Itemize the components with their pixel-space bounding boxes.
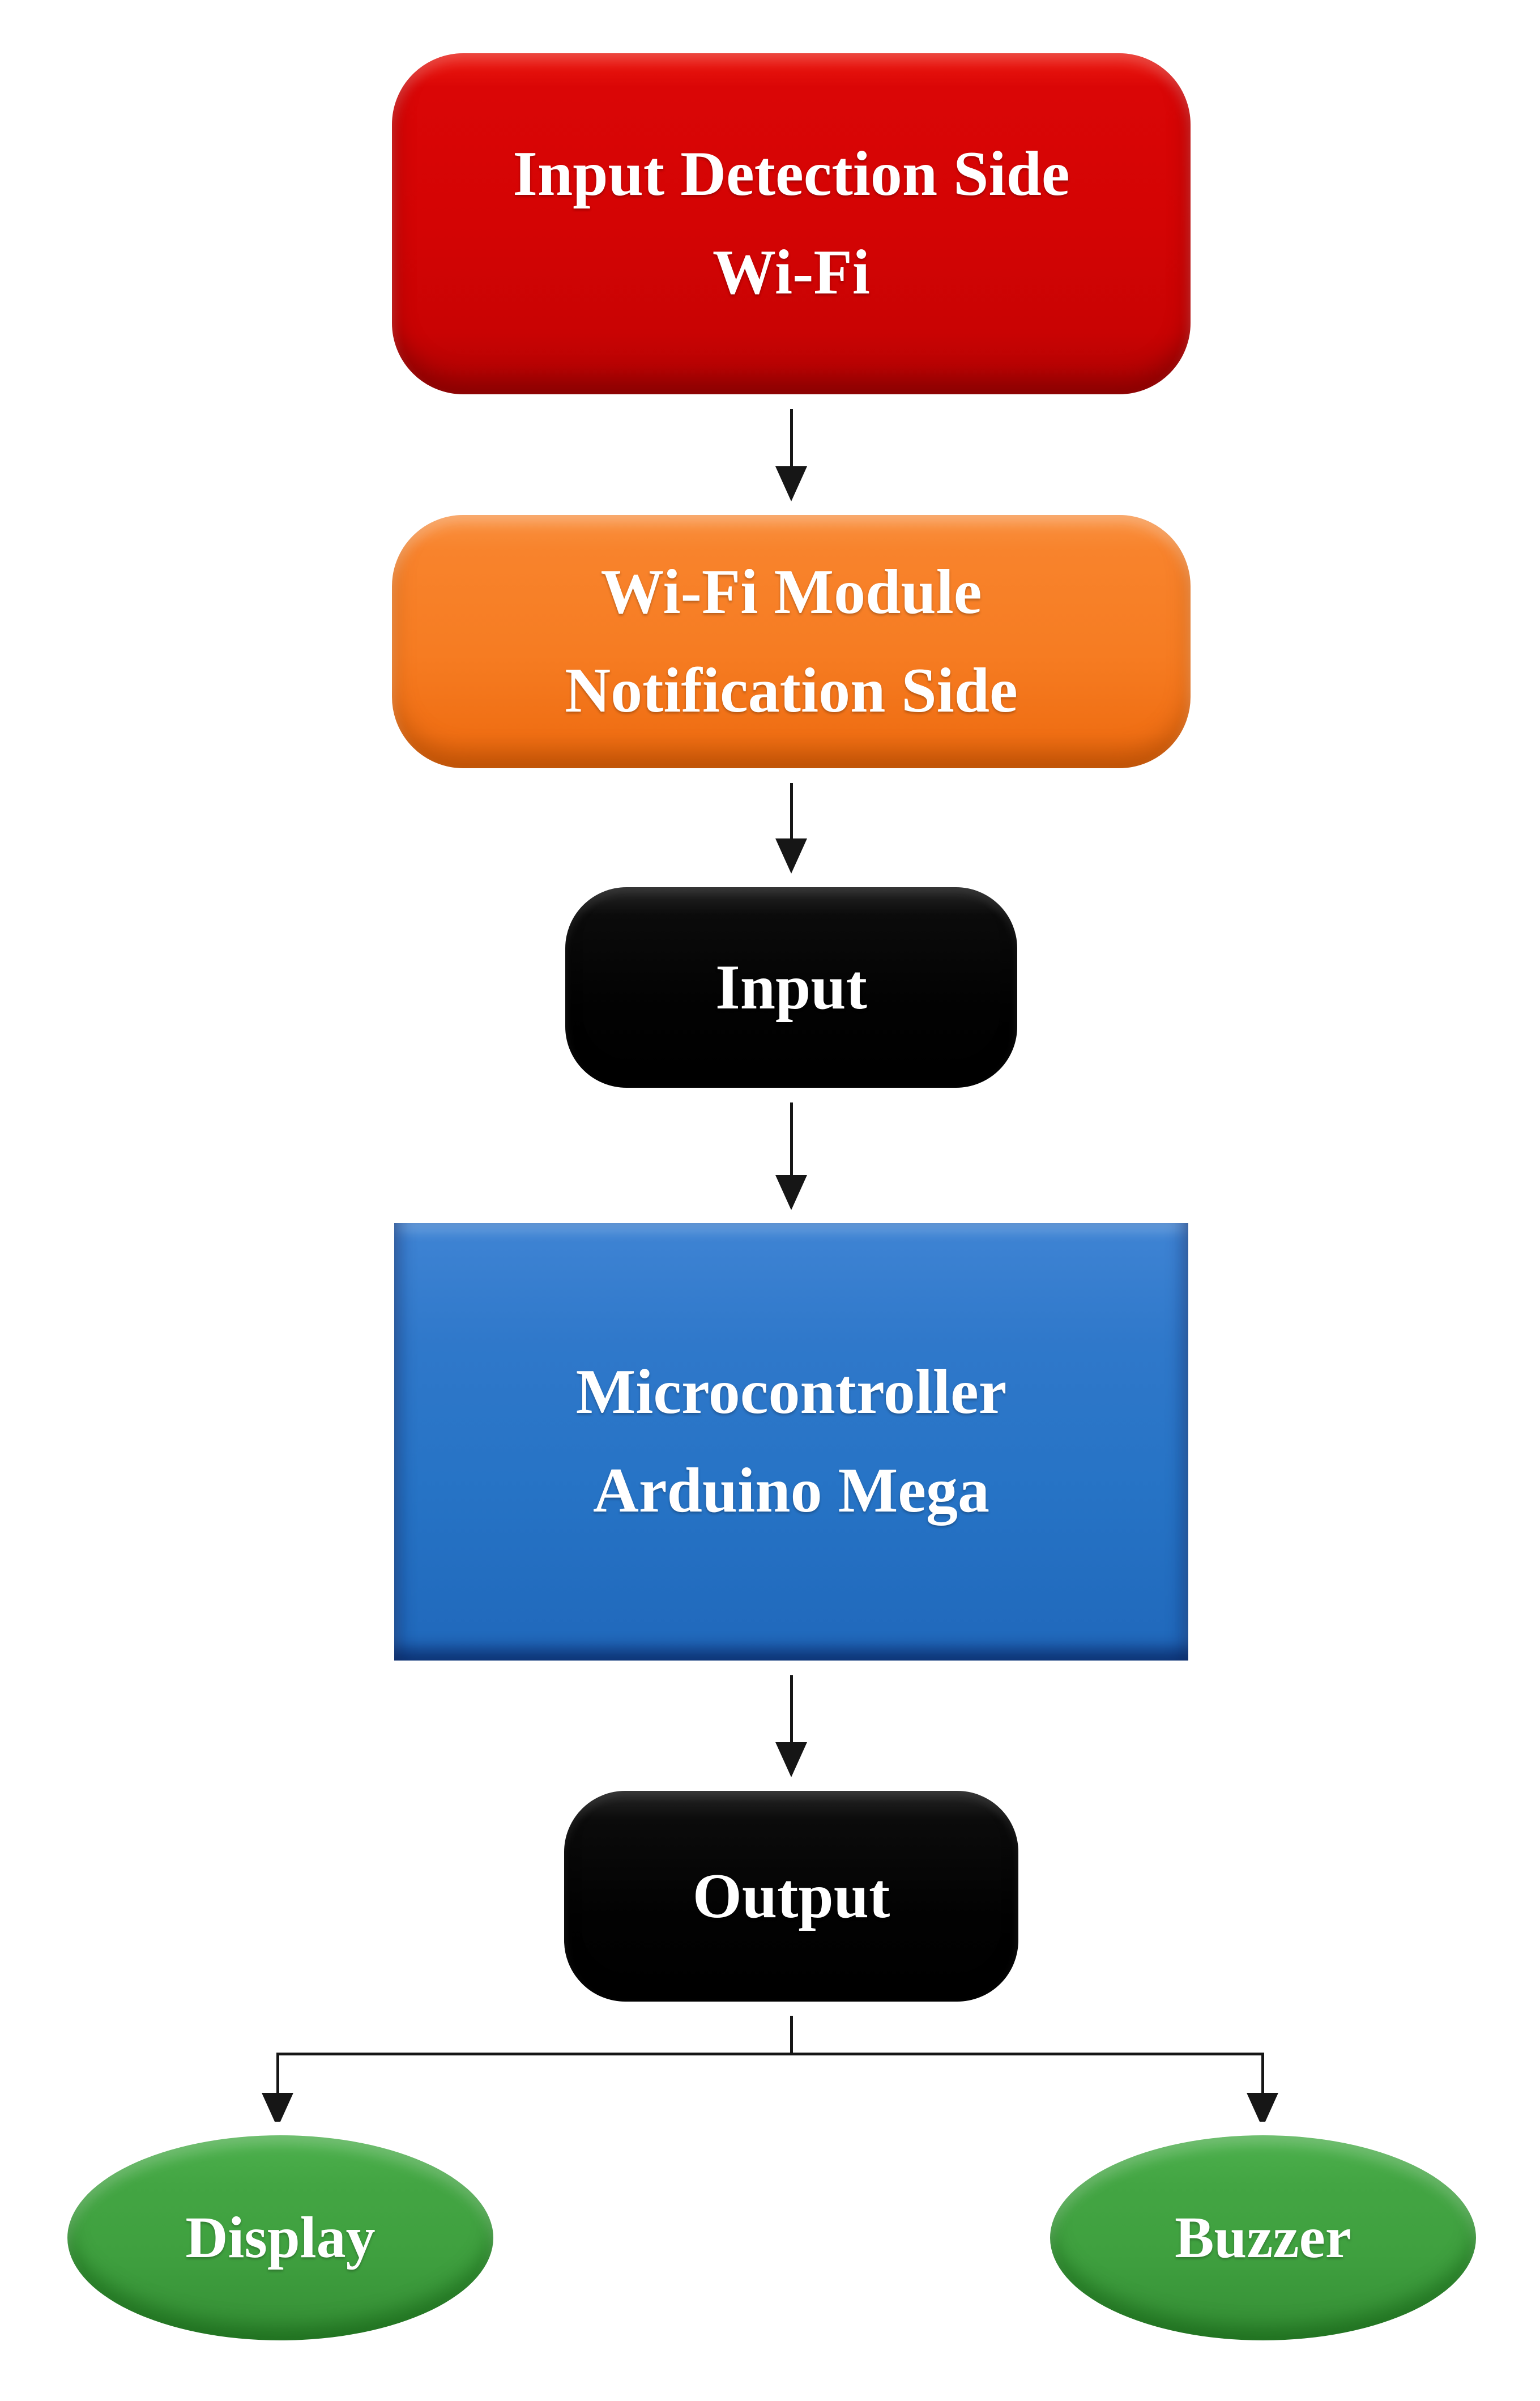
node-label-line2: Wi-Fi bbox=[713, 237, 870, 308]
connector-branch-rail bbox=[276, 2053, 1264, 2055]
node-label-output: Output bbox=[564, 1858, 1018, 1934]
node-label-wifi-module: Wi-Fi Module Notification Side bbox=[392, 543, 1191, 740]
node-label-display: Display bbox=[67, 2204, 493, 2270]
connector-branch-right-arm bbox=[1261, 2055, 1264, 2094]
node-label-line1: Buzzer bbox=[1175, 2204, 1351, 2270]
connector-red-to-orange bbox=[790, 409, 793, 467]
node-label-line1: Microcontroller bbox=[575, 1357, 1007, 1428]
connector-output-stub bbox=[790, 2016, 793, 2055]
node-label-buzzer: Buzzer bbox=[1050, 2204, 1476, 2270]
node-display: Display bbox=[54, 2122, 507, 2354]
node-buzzer: Buzzer bbox=[1036, 2122, 1490, 2354]
node-label-line1: Input Detection Side bbox=[513, 139, 1070, 210]
node-input-detection-side-wifi: Input Detection Side Wi-Fi bbox=[378, 40, 1204, 408]
node-label-microcontroller: Microcontroller Arduino Mega bbox=[394, 1343, 1188, 1540]
node-label-line1: Output bbox=[692, 1861, 890, 1931]
node-label-input: Input bbox=[565, 950, 1017, 1025]
node-input: Input bbox=[552, 874, 1031, 1101]
node-label-input-detection: Input Detection Side Wi-Fi bbox=[392, 125, 1191, 322]
node-label-line1: Wi-Fi Module bbox=[600, 556, 982, 627]
connector-input-to-microcontroller bbox=[790, 1102, 793, 1176]
node-label-line1: Display bbox=[185, 2204, 376, 2270]
arrowhead-input-to-microcontroller bbox=[775, 1175, 807, 1210]
arrowhead-orange-to-input bbox=[775, 838, 807, 874]
connector-branch-left-arm bbox=[276, 2055, 279, 2094]
arrowhead-red-to-orange bbox=[775, 466, 807, 501]
node-output: Output bbox=[551, 1777, 1032, 2015]
connector-orange-to-input bbox=[790, 783, 793, 840]
node-wifi-module-notification-side: Wi-Fi Module Notification Side bbox=[378, 501, 1204, 782]
node-microcontroller-arduino-mega: Microcontroller Arduino Mega bbox=[381, 1210, 1202, 1674]
node-label-line1: Input bbox=[715, 952, 867, 1023]
node-label-line2: Arduino Mega bbox=[593, 1455, 989, 1526]
arrowhead-microcontroller-to-output bbox=[775, 1742, 807, 1777]
node-label-line2: Notification Side bbox=[565, 655, 1018, 726]
connector-microcontroller-to-output bbox=[790, 1675, 793, 1743]
